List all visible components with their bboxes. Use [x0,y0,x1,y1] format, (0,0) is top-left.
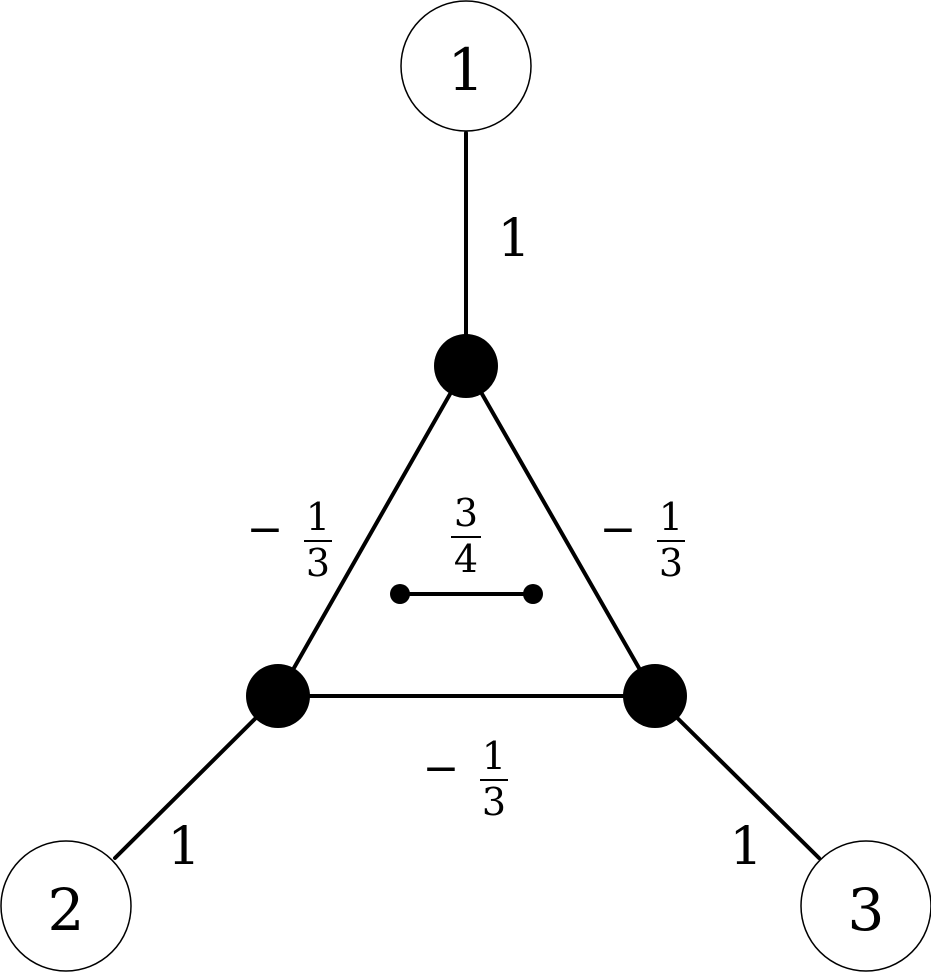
edge-bottom-weight: − 1 3 [423,734,508,824]
edge-right-numerator: 1 [659,495,683,539]
inner-denominator: 4 [454,537,478,581]
internal-node-left [246,664,310,728]
edge-left-numerator: 1 [306,495,330,539]
edge-bottom-sign: − [423,743,460,794]
external-node-1-label: 1 [448,36,485,104]
inner-segment-weight: 3 4 [451,491,481,581]
edge-left-weight: − 1 3 [247,495,332,585]
edge-left-denominator: 3 [306,541,330,585]
external-node-2 [0,840,132,972]
edge-3-weight: 1 [729,817,762,877]
edge-bottom-denominator: 3 [482,780,506,824]
edge-1-weight: 1 [497,209,530,269]
external-node-2-label: 2 [48,876,85,944]
edge-triangle-right [464,364,657,698]
external-node-3 [800,840,931,972]
edge-left-external [113,694,280,860]
edge-left-sign: − [247,504,284,555]
edge-triangle-left [276,364,468,698]
edge-right-weight: − 1 3 [600,495,685,585]
inner-segment-left-dot [390,584,410,604]
internal-node-right [623,664,687,728]
edge-right-denominator: 3 [659,541,683,585]
internal-node-top [434,334,498,398]
edge-2-weight: 1 [167,817,200,877]
inner-segment-right-dot [523,584,543,604]
inner-numerator: 3 [454,491,478,535]
external-node-3-label: 3 [848,876,885,944]
edge-right-external [653,694,821,860]
edge-bottom-numerator: 1 [482,734,506,778]
edge-right-sign: − [600,504,637,555]
external-node-1 [400,0,532,132]
